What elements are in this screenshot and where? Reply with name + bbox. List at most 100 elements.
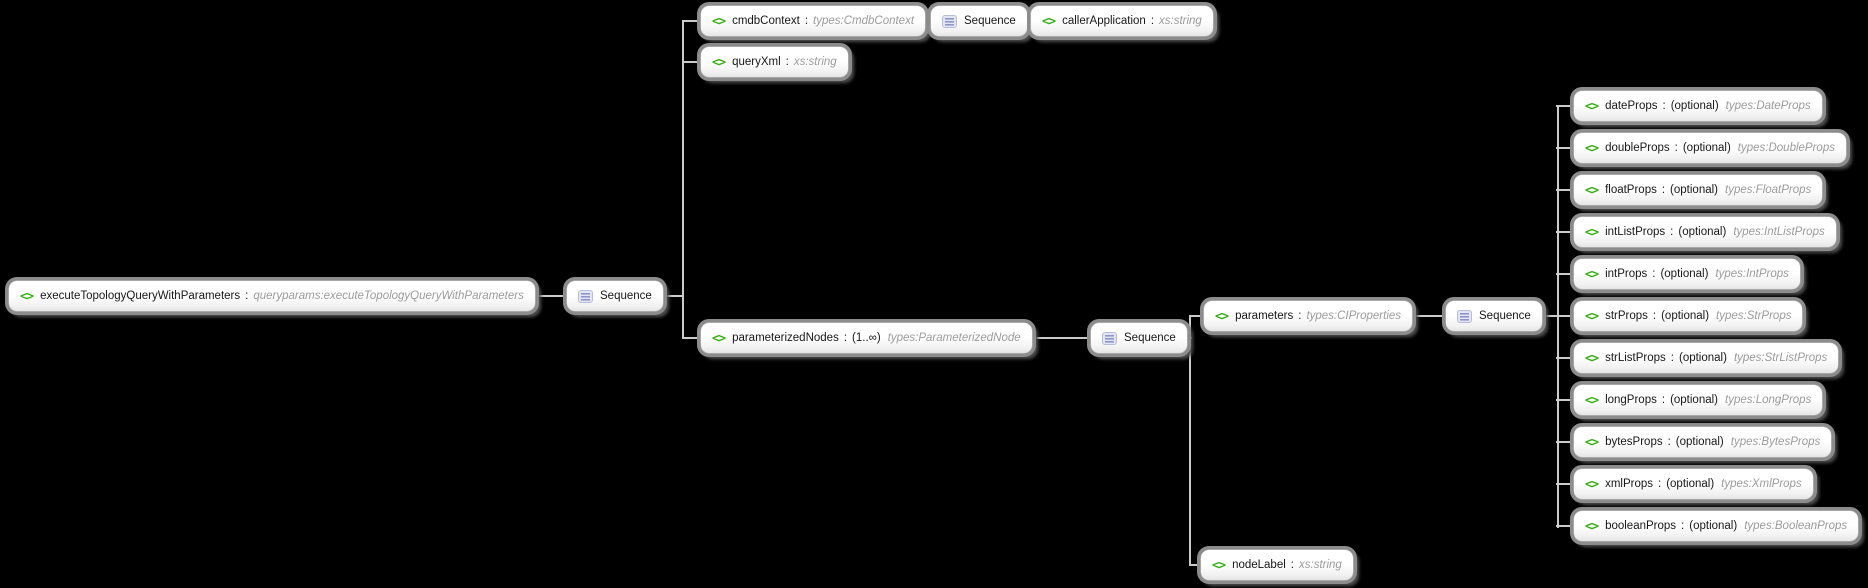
connector-line	[1556, 483, 1584, 485]
node-occurrence: (optional)	[1670, 100, 1719, 112]
element-icon: <>	[1585, 181, 1599, 197]
node-name: xmlProps	[1605, 478, 1653, 490]
node-occurrence: (optional)	[1678, 352, 1727, 364]
node-name: floatProps	[1605, 184, 1657, 196]
connector-line	[1415, 315, 1460, 317]
connector-line	[1556, 315, 1584, 317]
node-strlistprops[interactable]: <> strListProps : (optional) types:StrLi…	[1573, 342, 1840, 374]
node-occurrence: (optional)	[1682, 142, 1731, 154]
node-nodelabel[interactable]: <> nodeLabel : xs:string	[1200, 549, 1354, 581]
node-type: types:CmdbContext	[813, 15, 915, 27]
separator: :	[1667, 436, 1671, 448]
node-name: intProps	[1605, 268, 1648, 280]
node-name: cmdbContext	[732, 15, 800, 27]
node-xmlprops[interactable]: <> xmlProps : (optional) types:XmlProps	[1573, 468, 1814, 500]
node-type: types:BytesProps	[1730, 436, 1821, 448]
node-type: xs:string	[1299, 559, 1342, 571]
connector-line	[1556, 105, 1584, 107]
connector-line	[1556, 231, 1584, 233]
element-icon: <>	[1585, 139, 1599, 155]
separator: :	[1674, 142, 1678, 154]
element-icon: <>	[1585, 475, 1599, 491]
node-name: queryXml	[732, 56, 781, 68]
node-type: xs:string	[1159, 15, 1202, 27]
node-booleanprops[interactable]: <> booleanProps : (optional) types:Boole…	[1573, 510, 1860, 542]
node-type: types:StrProps	[1716, 310, 1792, 322]
node-callerapplication[interactable]: <> callerApplication : xs:string	[1030, 5, 1214, 37]
node-bytesprops[interactable]: <> bytesProps : (optional) types:BytesPr…	[1573, 426, 1833, 458]
element-icon: <>	[1042, 12, 1056, 28]
element-icon: <>	[1585, 517, 1599, 533]
node-name: nodeLabel	[1232, 559, 1286, 571]
node-queryxml[interactable]: <> queryXml : xs:string	[700, 46, 849, 78]
element-icon: <>	[712, 329, 726, 345]
sequence-node-3[interactable]: Sequence	[1090, 322, 1188, 354]
node-occurrence: (optional)	[1678, 226, 1727, 238]
element-icon: <>	[1585, 433, 1599, 449]
separator: :	[1661, 394, 1666, 406]
node-name: bytesProps	[1605, 436, 1663, 448]
sequence-node-2[interactable]: Sequence	[930, 5, 1028, 37]
separator: :	[1652, 310, 1657, 322]
sequence-icon	[942, 14, 957, 28]
element-icon: <>	[1585, 265, 1599, 281]
node-parameters[interactable]: <> parameters : types:CIProperties	[1203, 300, 1414, 332]
node-occurrence: (optional)	[1666, 478, 1715, 490]
sequence-node-4[interactable]: Sequence	[1445, 300, 1543, 332]
node-occurrence: (1..∞)	[852, 332, 881, 344]
node-intlistprops[interactable]: <> intListProps : (optional) types:IntLi…	[1573, 216, 1837, 248]
node-occurrence: (optional)	[1670, 394, 1719, 406]
connector-line	[682, 61, 712, 63]
connector-line	[1556, 399, 1584, 401]
connector-line	[1556, 525, 1584, 527]
node-longprops[interactable]: <> longProps : (optional) types:LongProp…	[1573, 384, 1824, 416]
separator: :	[1681, 520, 1685, 532]
connector-line	[1556, 147, 1584, 149]
node-occurrence: (optional)	[1661, 310, 1710, 322]
separator: :	[1670, 352, 1674, 364]
sequence-icon	[1102, 331, 1117, 345]
node-name: strListProps	[1605, 352, 1666, 364]
node-name: doubleProps	[1605, 142, 1670, 154]
connector-line	[1556, 273, 1584, 275]
sequence-label: Sequence	[1479, 310, 1531, 322]
node-type: types:XmlProps	[1721, 478, 1802, 490]
node-cmdbcontext[interactable]: <> cmdbContext : types:CmdbContext	[700, 5, 927, 37]
node-doubleprops[interactable]: <> doubleProps : (optional) types:Double…	[1573, 132, 1847, 164]
separator: :	[1290, 559, 1294, 571]
connector-line	[1010, 337, 1105, 339]
node-type: xs:string	[793, 56, 837, 68]
node-occurrence: (optional)	[1675, 436, 1724, 448]
node-dateprops[interactable]: <> dateProps : (optional) types:DateProp…	[1573, 90, 1823, 122]
connector-line	[682, 20, 684, 339]
element-icon: <>	[1585, 307, 1599, 323]
connector-line	[1189, 315, 1215, 317]
node-type: types:IntProps	[1715, 268, 1789, 280]
node-name: executeTopologyQueryWithParameters	[40, 290, 241, 302]
node-name: callerApplication	[1062, 15, 1146, 27]
node-type: types:DateProps	[1725, 100, 1811, 112]
node-occurrence: (optional)	[1670, 184, 1718, 196]
node-type: types:FloatProps	[1725, 184, 1812, 196]
element-icon: <>	[20, 287, 34, 303]
element-icon: <>	[712, 53, 726, 69]
separator: :	[1662, 100, 1666, 112]
separator: :	[1298, 310, 1302, 322]
element-icon: <>	[1585, 97, 1599, 113]
node-parameterizednodes[interactable]: <> parameterizedNodes : (1..∞) types:Par…	[700, 322, 1033, 354]
node-strprops[interactable]: <> strProps : (optional) types:StrProps	[1573, 300, 1804, 332]
node-floatprops[interactable]: <> floatProps : (optional) types:FloatPr…	[1573, 174, 1824, 206]
separator: :	[1150, 15, 1155, 27]
element-icon: <>	[1215, 307, 1229, 323]
node-intprops[interactable]: <> intProps : (optional) types:IntProps	[1573, 258, 1801, 290]
element-icon: <>	[1212, 556, 1226, 572]
separator: :	[1652, 268, 1656, 280]
element-icon: <>	[712, 12, 726, 28]
node-name: dateProps	[1605, 100, 1658, 112]
separator: :	[843, 332, 848, 344]
separator: :	[245, 290, 249, 302]
node-type: types:IntListProps	[1733, 226, 1825, 238]
node-executetopologyquerywithparameters[interactable]: <> executeTopologyQueryWithParameters : …	[8, 280, 536, 312]
sequence-node-1[interactable]: Sequence	[566, 280, 664, 312]
separator: :	[1658, 478, 1662, 490]
